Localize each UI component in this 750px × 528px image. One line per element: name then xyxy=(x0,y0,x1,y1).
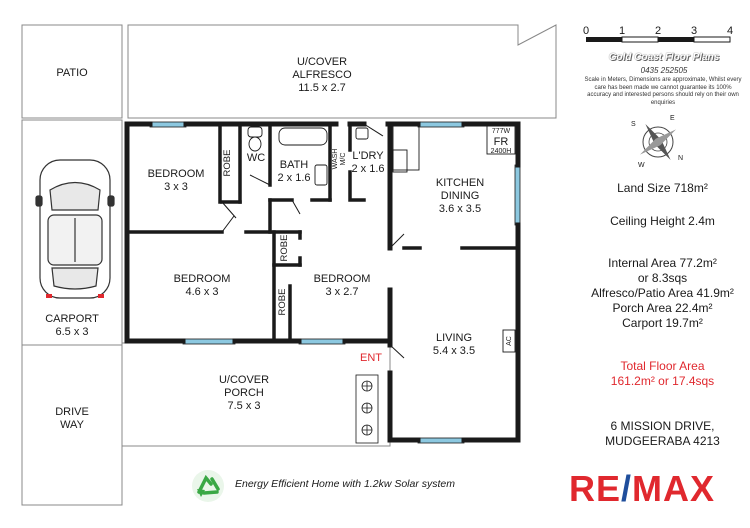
laundry-label: L'DRY xyxy=(352,150,384,162)
living-label: LIVING xyxy=(436,332,472,344)
patio-area xyxy=(21,24,123,119)
alfresco-area xyxy=(127,24,557,119)
compass-e: E xyxy=(670,115,675,122)
kitchen-size: 3.6 x 3.5 xyxy=(439,203,481,215)
alfresco-label-1: U/COVER xyxy=(297,56,347,68)
porch-label-2: PORCH xyxy=(224,387,264,399)
living-size: 5.4 x 3.5 xyxy=(433,345,475,357)
wash-label-1: WASH xyxy=(332,149,339,170)
bedroom-b-label: BEDROOM xyxy=(174,273,231,285)
recycle-icon xyxy=(192,470,224,502)
remax-left: RE xyxy=(569,468,622,509)
land-size: Land Size 718m² xyxy=(617,181,708,195)
fridge-label: FR xyxy=(494,136,509,148)
address-line-2: MUDGEERABA 4213 xyxy=(605,434,720,448)
vanity xyxy=(314,164,328,186)
remax-slash: / xyxy=(621,468,633,509)
kitchen-label-1: KITCHEN xyxy=(436,177,484,189)
toilet-bowl xyxy=(248,136,262,152)
scale-tick-2: 2 xyxy=(655,25,661,37)
fixtures xyxy=(247,125,516,353)
carport-area xyxy=(21,119,123,346)
bedroom-c-size: 3 x 2.7 xyxy=(325,286,358,298)
carport-label: CARPORT xyxy=(45,313,99,325)
compass-icon: N S E W xyxy=(631,115,683,169)
internal-sqs: or 8.3sqs xyxy=(637,271,688,285)
doors xyxy=(221,123,405,359)
kitchen-bench xyxy=(392,125,420,171)
entry-label: ENT xyxy=(360,352,382,364)
driveway-label-1: DRIVE xyxy=(55,406,89,418)
brand-phone: 0435 252505 xyxy=(640,66,688,75)
total-area-value: 161.2m² or 17.4sqs xyxy=(610,374,715,388)
bedroom-b-size: 4.6 x 3 xyxy=(185,286,218,298)
porch-size: 7.5 x 3 xyxy=(227,400,260,412)
bedroom-c-label: BEDROOM xyxy=(314,273,371,285)
bathtub xyxy=(278,127,328,146)
bedroom-a-size: 3 x 3 xyxy=(164,181,188,193)
ac-unit xyxy=(502,329,516,353)
ceiling-height: Ceiling Height 2.4m xyxy=(610,214,715,228)
bath-size: 2 x 1.6 xyxy=(277,172,310,184)
robe-b-label: ROBE xyxy=(279,235,290,262)
driveway-edge xyxy=(21,345,123,506)
total-area-label: Total Floor Area xyxy=(620,359,705,373)
bedroom-a-label: BEDROOM xyxy=(148,168,205,180)
planter-boxes xyxy=(355,374,379,444)
brand-name: Gold Coast Floor Plans xyxy=(608,52,720,63)
compass-n: N xyxy=(678,155,683,162)
address-line-1: 6 MISSION DRIVE, xyxy=(610,419,715,433)
kitchen-sink xyxy=(392,149,408,173)
laundry-tub xyxy=(355,127,369,140)
robe-c-label: ROBE xyxy=(277,289,288,316)
robe-a-label: ROBE xyxy=(222,150,233,177)
remax-logo: RE/MAX xyxy=(569,468,715,510)
scale-tick-1: 1 xyxy=(619,25,625,37)
driveway-label-2: WAY xyxy=(60,419,84,431)
scale-tick-4: 4 xyxy=(727,25,733,37)
interior-walls xyxy=(125,122,520,343)
compass-s: S xyxy=(631,121,636,128)
disclaimer: Scale in Meters, Dimensions are approxim… xyxy=(584,77,742,106)
bath-label: BATH xyxy=(280,159,309,171)
alfresco-label-2: ALFRESCO xyxy=(292,69,352,81)
compass-w: W xyxy=(638,162,645,169)
ac-label: AC xyxy=(506,336,513,346)
car-icon xyxy=(35,159,115,299)
kitchen-label-2: DINING xyxy=(441,190,480,202)
alfresco-area: Alfresco/Patio Area 41.9m² xyxy=(591,286,734,300)
scale-bar: 0 1 2 3 4 xyxy=(583,25,733,43)
patio-label: PATIO xyxy=(56,67,88,79)
porch-area: Porch Area 22.4m² xyxy=(612,301,713,315)
toilet xyxy=(247,126,263,138)
fridge xyxy=(486,125,516,155)
carport-size: 6.5 x 3 xyxy=(55,326,88,338)
room-labels: PATIO U/COVER ALFRESCO 11.5 x 2.7 CARPOR… xyxy=(45,56,513,431)
laundry-size: 2 x 1.6 xyxy=(351,163,384,175)
wash-label-2: M/C xyxy=(340,153,347,166)
walls xyxy=(124,121,521,443)
energy-note: Energy Efficient Home with 1.2kw Solar s… xyxy=(235,478,455,490)
remax-right: MAX xyxy=(632,468,716,509)
wc-label: WC xyxy=(247,152,265,164)
alfresco-size: 11.5 x 2.7 xyxy=(298,82,346,94)
porch-label-1: U/COVER xyxy=(219,374,269,386)
fridge-note-2: 2400H xyxy=(491,148,512,155)
scale-tick-3: 3 xyxy=(691,25,697,37)
internal-area: Internal Area 77.2m² xyxy=(608,256,717,270)
fridge-note-1: 777W xyxy=(492,128,511,135)
scale-tick-0: 0 xyxy=(583,25,589,37)
carport-area: Carport 19.7m² xyxy=(622,316,703,330)
